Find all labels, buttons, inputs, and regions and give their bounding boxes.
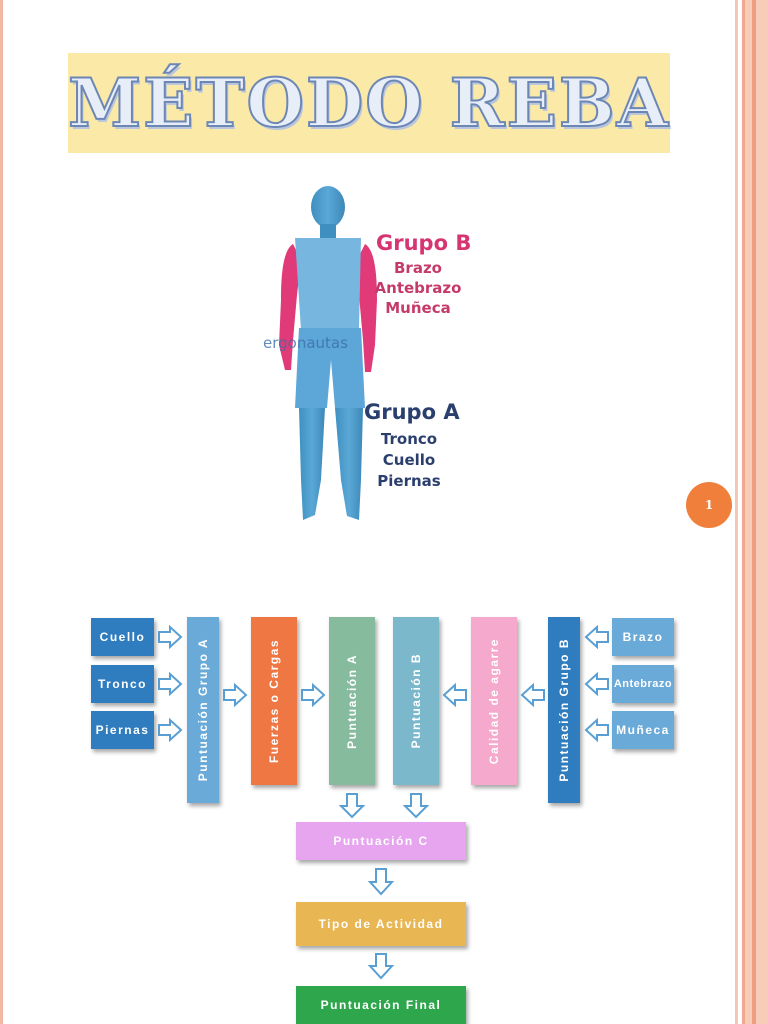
group-b-item: Antebrazo [374,279,462,297]
figure-left-arm [357,244,377,372]
stage-tipo-de-actividad: Tipo de Actividad [296,902,466,946]
group-a-item: Piernas [377,472,441,490]
arrow-left-icon [442,682,467,708]
group-b-title: Grupo B [376,231,472,255]
group-a-item: Tronco [380,430,438,448]
stage-puntuacion-c: Puntuación C [296,822,466,860]
column-puntuacion-a: Puntuación A [329,617,375,785]
input-antebrazo-box: Antebrazo [612,665,674,703]
page-border-left [0,0,3,1024]
input-muneca-box: Muñeca [612,711,674,749]
figure-head [311,186,345,228]
arrow-down-icon [402,793,430,819]
arrow-left-icon [584,624,609,650]
arrow-left-icon [584,671,609,697]
arrow-down-icon [367,953,395,980]
column-fuerzas-o-cargas: Fuerzas o Cargas [251,617,297,785]
figure-shorts [295,328,365,408]
figure-left-leg [335,408,363,520]
arrow-right-icon [301,682,326,708]
input-piernas-box: Piernas [91,711,154,749]
figure-watermark: ergonautas [263,334,348,352]
human-figure-illustration: ergonautas [263,186,377,520]
figure-right-leg [299,408,325,520]
arrow-down-icon [338,793,366,819]
arrow-right-icon [158,671,183,697]
arrow-left-icon [584,717,609,743]
input-tronco-box: Tronco [91,665,154,703]
figure-torso [295,238,361,330]
column-calidad-de-agarre: Calidad de agarre [471,617,517,785]
column-puntuacion-grupo-a: Puntuación Grupo A [187,617,219,803]
stage-puntuacion-final: Puntuación Final [296,986,466,1024]
input-cuello-box: Cuello [91,618,154,656]
title-banner: MÉTODO REBA [67,53,670,153]
figure-right-arm [279,244,301,370]
group-a-item: Cuello [382,451,436,469]
page-border-right-stripe [752,0,756,1024]
arrow-right-icon [223,682,248,708]
group-a-title: Grupo A [364,400,460,424]
input-brazo-box: Brazo [612,618,674,656]
arrow-down-icon [367,868,395,896]
group-b-item: Muñeca [385,299,451,317]
arrow-right-icon [158,624,183,650]
arrow-left-icon [520,682,545,708]
figure-neck [320,224,336,238]
page-border-right-inner [735,0,738,1024]
group-b-item: Brazo [394,259,442,277]
page-title: MÉTODO REBA [67,63,670,143]
column-puntuacion-b: Puntuación B [393,617,439,785]
column-puntuacion-grupo-b: Puntuación Grupo B [548,617,580,803]
arrow-right-icon [158,717,183,743]
page-number-badge: 1 [686,482,732,528]
